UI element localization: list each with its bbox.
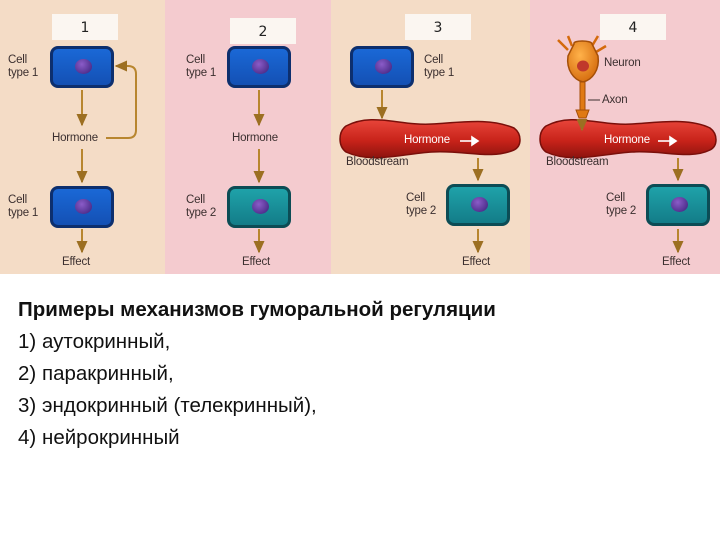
cell-nucleus <box>75 199 92 214</box>
caption-item-number: 2) <box>18 362 37 385</box>
cell-type-1-source-2 <box>227 46 291 88</box>
label-cell-type-bottom-1: Cell type 1 <box>8 194 39 219</box>
label-cell-type-top-2: Cell type 1 <box>186 54 217 79</box>
label-cell-type-bottom-4: Cell type 2 <box>606 192 637 217</box>
autocrine-arrows <box>76 60 137 254</box>
label-hormone-3: Hormone <box>404 134 450 146</box>
label-bloodstream-4: Bloodstream <box>546 156 609 168</box>
mechanism-diagram <box>76 35 717 254</box>
bloodstream-flow-arrow-4 <box>658 135 678 147</box>
cell-nucleus <box>75 59 92 74</box>
panel-number-4: 4 <box>600 14 666 40</box>
cell-type-1-source-3 <box>350 46 414 88</box>
endocrine-arrows <box>376 90 484 254</box>
label-effect-1: Effect <box>62 256 90 268</box>
cell-type-2-target-2 <box>227 186 291 228</box>
caption-item-number: 3) <box>18 394 37 417</box>
bloodstream-vessel-3 <box>339 119 521 159</box>
cell-type-2-target-3 <box>446 184 510 226</box>
label-effect-3: Effect <box>462 256 490 268</box>
label-effect-2: Effect <box>242 256 270 268</box>
label-hormone-1: Hormone <box>52 132 98 144</box>
label-effect-4: Effect <box>662 256 690 268</box>
caption-item-text: паракринный, <box>42 362 174 385</box>
label-cell-type-top-3: Cell type 1 <box>424 54 455 79</box>
caption-item-1: 1)аутокринный, <box>18 326 496 358</box>
cell-nucleus <box>671 197 688 212</box>
caption-item-4: 4)нейрокринный <box>18 422 496 454</box>
label-hormone-2: Hormone <box>232 132 278 144</box>
label-axon: Axon <box>602 94 628 106</box>
caption: Примеры механизмов гуморальной регуляции… <box>18 294 496 454</box>
caption-title: Примеры механизмов гуморальной регуляции <box>18 298 496 321</box>
cell-type-1-target-1 <box>50 186 114 228</box>
label-bloodstream-3: Bloodstream <box>346 156 409 168</box>
label-cell-type-bottom-2: Cell type 2 <box>186 194 217 219</box>
caption-item-text: нейрокринный <box>42 426 180 449</box>
label-cell-type-top-1: Cell type 1 <box>8 54 39 79</box>
label-neuron: Neuron <box>604 57 641 69</box>
label-cell-type-bottom-3: Cell type 2 <box>406 192 437 217</box>
caption-item-number: 4) <box>18 426 37 449</box>
neurocrine-arrows <box>576 118 684 254</box>
label-hormone-4: Hormone <box>604 134 650 146</box>
neuron <box>557 35 607 119</box>
caption-item-number: 1) <box>18 330 37 353</box>
caption-item-3: 3)эндокринный (телекринный), <box>18 390 496 422</box>
cell-nucleus <box>252 59 269 74</box>
cell-type-1-source-1 <box>50 46 114 88</box>
panel-number-2: 2 <box>230 18 296 44</box>
panel-number-3: 3 <box>405 14 471 40</box>
caption-item-text: эндокринный (телекринный), <box>42 394 317 417</box>
bloodstream-flow-arrow-3 <box>460 135 480 147</box>
caption-item-text: аутокринный, <box>42 330 171 353</box>
cell-type-2-target-4 <box>646 184 710 226</box>
panel-number-1: 1 <box>52 14 118 40</box>
panel-paracrine <box>165 0 331 274</box>
caption-item-2: 2)паракринный, <box>18 358 496 390</box>
cell-nucleus <box>471 197 488 212</box>
cell-nucleus <box>375 59 392 74</box>
cell-nucleus <box>252 199 269 214</box>
panel-autocrine <box>0 0 165 274</box>
